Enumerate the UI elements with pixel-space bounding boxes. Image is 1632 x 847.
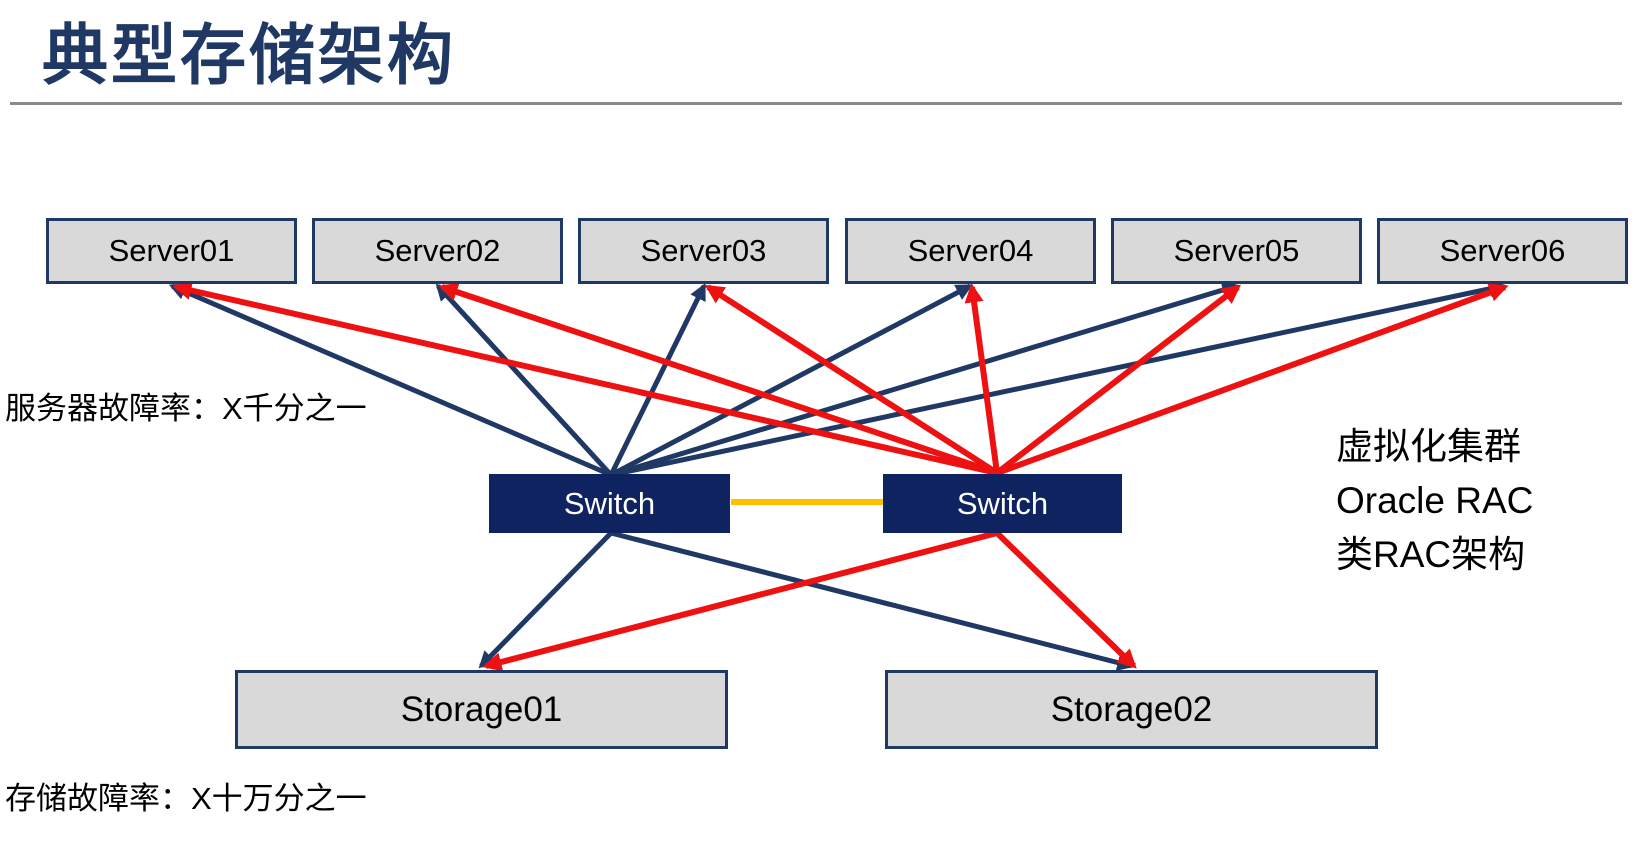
server05-label: Server05 [1173, 233, 1300, 268]
server01-label: Server01 [108, 233, 235, 268]
connector-right-switch-storage02 [994, 530, 1137, 669]
cluster-architecture-note: 虚拟化集群 Oracle RAC 类RAC架构 [1336, 420, 1533, 582]
server03-box: Server03 [578, 218, 829, 284]
connector-left-switch-storage01 [478, 531, 613, 669]
server03-label: Server03 [640, 233, 767, 268]
slide-title: 典型存储架构 [42, 18, 456, 92]
connector-server01-right-switch [172, 281, 998, 476]
connector-server03-right-switch [704, 284, 999, 476]
server05-box: Server05 [1111, 218, 1362, 284]
server02-label: Server02 [374, 233, 501, 268]
connector-server04-left-switch [609, 283, 974, 478]
server01-box: Server01 [46, 218, 297, 284]
connector-server02-left-switch [435, 283, 613, 477]
server06-label: Server06 [1439, 233, 1566, 268]
storage-failure-rate-note: 存储故障率：X十万分之一 [5, 781, 367, 816]
cluster-note-line-2: Oracle RAC [1336, 480, 1534, 521]
cluster-note-line-1: 虚拟化集群 [1336, 426, 1521, 467]
storage01-label: Storage01 [400, 689, 563, 729]
connector-server02-right-switch [438, 282, 998, 476]
server-failure-rate-note: 服务器故障率：X千分之一 [5, 391, 367, 426]
connector-left-switch-storage02 [610, 530, 1135, 671]
server04-box: Server04 [845, 218, 1096, 284]
storage01-box: Storage01 [235, 670, 728, 749]
cluster-note-line-3: 类RAC架构 [1336, 534, 1526, 575]
connector-right-switch-storage01 [482, 530, 998, 672]
connector-server01-left-switch [168, 283, 612, 478]
left-switch-box: Switch [489, 474, 730, 533]
server06-box: Server06 [1377, 218, 1628, 284]
storage02-label: Storage02 [1050, 689, 1213, 729]
server04-label: Server04 [907, 233, 1034, 268]
title-divider [10, 102, 1622, 105]
connector-server03-left-switch [608, 282, 707, 477]
server02-box: Server02 [312, 218, 563, 284]
connector-server05-left-switch [610, 281, 1240, 478]
left-switch-label: Switch [563, 485, 656, 521]
right-switch-label: Switch [956, 485, 1049, 521]
connector-server05-right-switch [995, 284, 1242, 476]
right-switch-box: Switch [883, 474, 1122, 533]
connector-server04-right-switch [964, 283, 1000, 474]
storage02-box: Storage02 [885, 670, 1378, 749]
